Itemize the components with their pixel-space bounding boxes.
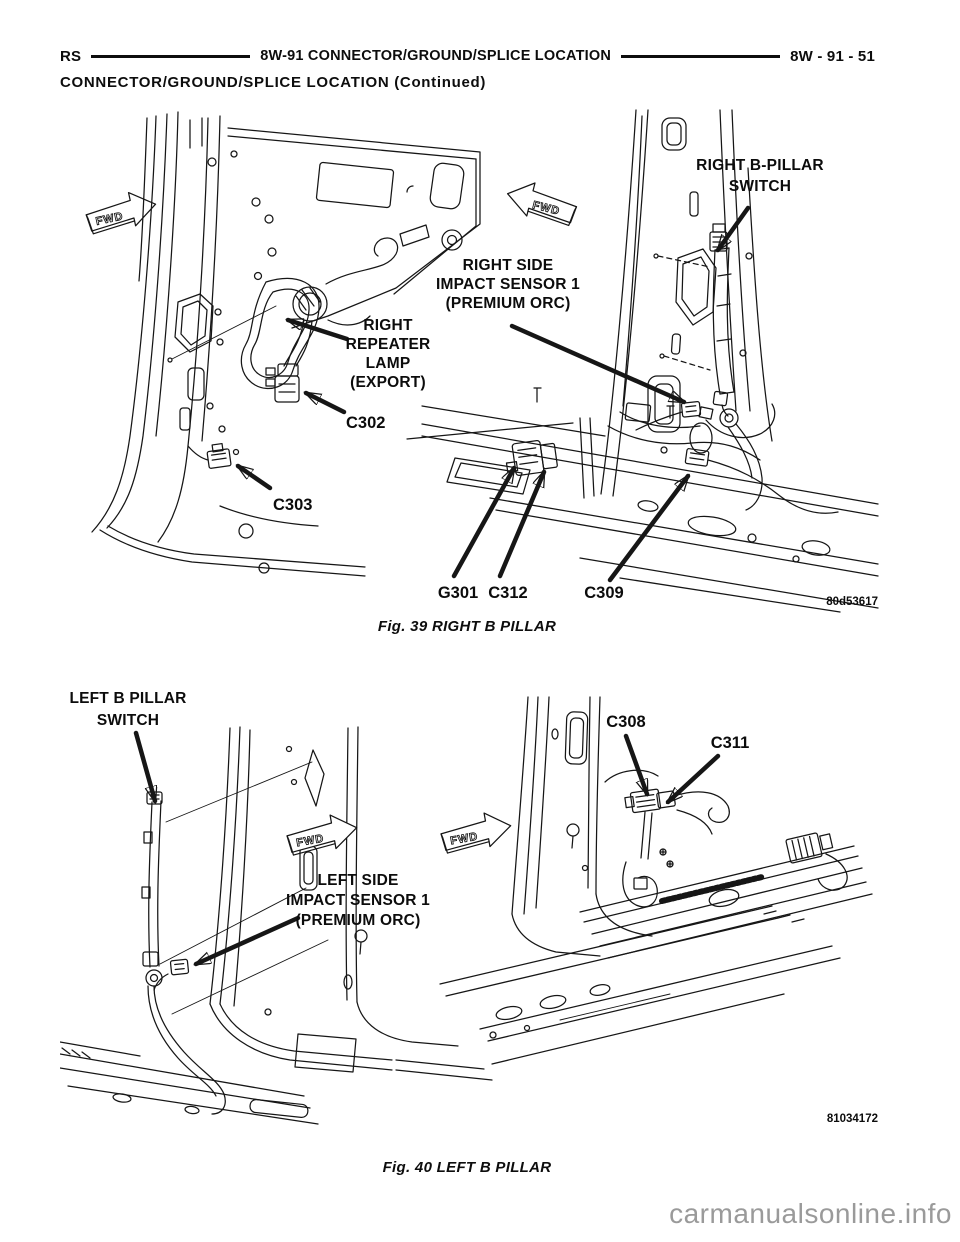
header-rule-right	[621, 54, 781, 58]
connector-c303-part	[206, 442, 232, 469]
label-c308: C308	[606, 713, 645, 731]
label-left-side-impact-sensor: (PREMIUM ORC)	[296, 912, 421, 929]
arrow-to-impact-sensor	[509, 323, 684, 405]
arrow-to-g301	[451, 468, 517, 579]
connector-c309-part	[684, 448, 710, 467]
label-right-side-impact-sensor: (PREMIUM ORC)	[446, 295, 571, 312]
left-impact-sensor-part	[153, 958, 190, 991]
fwd-arrow-icon: FWD	[506, 182, 578, 227]
fwd-arrow-label: FWD	[449, 831, 479, 848]
connector-c308-c311-part	[604, 769, 730, 908]
page-header: RS 8W-91 CONNECTOR/GROUND/SPLICE LOCATIO…	[60, 46, 875, 66]
arrow-to-left-switch	[133, 730, 155, 801]
arrow-to-left-impact-sensor	[196, 915, 301, 967]
arrow-to-switch	[715, 205, 751, 250]
fwd-arrow-icon: FWD	[440, 812, 512, 854]
label-right-repeater-lamp: (EXPORT)	[350, 374, 426, 391]
label-right-b-pillar-switch: SWITCH	[729, 178, 791, 195]
left-b-pillar-switch-view: FWD	[60, 726, 493, 1125]
right-b-pillar-inner-view: FWD	[85, 111, 481, 577]
right-impact-sensor-part	[635, 400, 776, 439]
connector-c302-part	[265, 319, 313, 403]
figure-40-image-code: 81034172	[827, 1113, 878, 1125]
label-right-repeater-lamp: LAMP	[366, 355, 411, 372]
fwd-arrow-icon: FWD	[85, 191, 157, 235]
label-left-b-pillar-switch: SWITCH	[97, 712, 159, 729]
label-c309: C309	[584, 584, 623, 602]
header-page-number: 8W - 91 - 51	[790, 47, 876, 65]
label-c311: C311	[711, 734, 750, 752]
right-b-pillar-floor-view: FWD	[406, 109, 879, 613]
arrow-to-c311	[665, 753, 721, 805]
label-c312: C312	[488, 584, 527, 602]
label-left-side-impact-sensor: IMPACT SENSOR 1	[286, 892, 430, 909]
label-left-side-impact-sensor: LEFT SIDE	[317, 872, 398, 889]
label-c302: C302	[346, 414, 385, 432]
left-b-pillar-connector-view: FWD	[439, 696, 873, 1065]
watermark: carmanualsonline.info	[669, 1198, 952, 1229]
fwd-arrow-icon: FWD	[286, 814, 358, 856]
arrow-to-c302	[306, 390, 347, 415]
label-g301: G301	[438, 584, 478, 602]
label-right-b-pillar-switch: RIGHT B-PILLAR	[696, 157, 824, 174]
label-left-b-pillar-switch: LEFT B PILLAR	[69, 690, 186, 707]
left-b-pillar-switch-part	[141, 791, 226, 1115]
arrow-to-repeater-lamp	[288, 317, 350, 342]
arrow-to-c303	[238, 463, 273, 491]
figure-40-drawing: FWD FWD	[60, 690, 878, 1125]
header-section-title: 8W-91 CONNECTOR/GROUND/SPLICE LOCATION	[260, 48, 612, 64]
label-c303: C303	[273, 496, 312, 514]
header-rule-left	[91, 54, 251, 58]
fwd-arrow-label: FWD	[295, 833, 325, 850]
figure-39-image-code: 80d53617	[826, 596, 878, 608]
right-repeater-lamp-part	[292, 237, 399, 326]
arrow-to-c308	[623, 733, 650, 794]
figure-39-caption: Fig. 39 RIGHT B PILLAR	[377, 618, 557, 635]
header-model-code: RS	[60, 47, 82, 65]
header-continued-title: CONNECTOR/GROUND/SPLICE LOCATION (Contin…	[60, 74, 487, 91]
figure-40-caption: Fig. 40 LEFT B PILLAR	[382, 1159, 552, 1176]
figure-39-drawing: FWD	[85, 109, 879, 613]
arrow-to-c312	[497, 472, 547, 579]
label-right-side-impact-sensor: RIGHT SIDE	[463, 257, 554, 274]
label-right-repeater-lamp: RIGHT	[363, 317, 413, 334]
label-right-repeater-lamp: REPEATER	[346, 336, 431, 353]
ground-g301-part	[505, 439, 558, 477]
label-right-side-impact-sensor: IMPACT SENSOR 1	[436, 276, 580, 293]
arrow-to-c309	[607, 473, 691, 583]
